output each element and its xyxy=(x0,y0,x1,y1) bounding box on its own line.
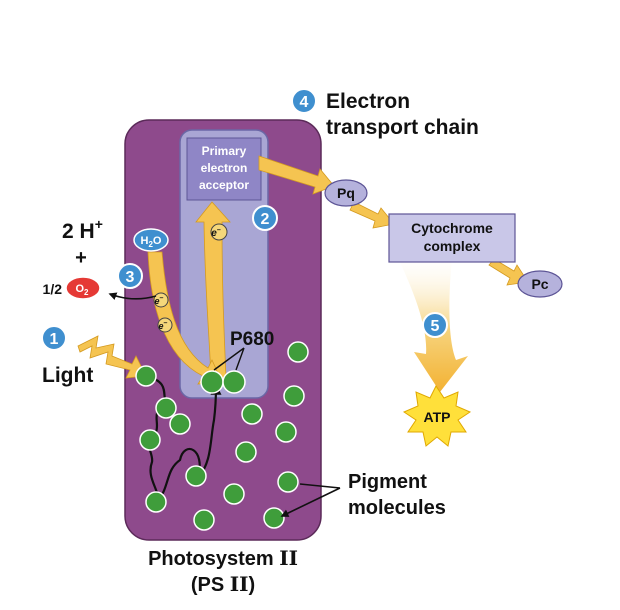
cytochrome-complex xyxy=(388,213,516,263)
arrow-pq-to-cytochrome xyxy=(349,201,395,229)
p680-label: P680 xyxy=(230,329,274,350)
electron-from-water-1 xyxy=(153,292,169,308)
pigment-molecule xyxy=(223,483,245,505)
step-marker-3 xyxy=(117,263,143,289)
p680-pigment-left xyxy=(200,370,224,394)
arrow-p680-to-acceptor xyxy=(195,201,231,379)
step-marker-4 xyxy=(291,88,317,114)
etc-title-line2: transport chain xyxy=(326,116,479,139)
primary-acceptor-line1: Primary xyxy=(202,144,247,158)
atp-star xyxy=(402,385,472,447)
arrow-acceptor-to-pq xyxy=(258,155,335,195)
pigment-label-line2: molecules xyxy=(348,497,446,519)
pigment-molecule xyxy=(169,413,191,435)
step-marker-1 xyxy=(41,325,67,351)
step-marker-2-label: 2 xyxy=(261,211,270,228)
step-marker-5 xyxy=(422,312,448,338)
pigment-molecule xyxy=(139,429,161,451)
p680-pointer xyxy=(213,347,245,371)
primary-acceptor-line3: acceptor xyxy=(199,178,249,192)
plus-sign: + xyxy=(75,247,87,269)
primary-electron-acceptor xyxy=(186,137,262,201)
pq-carrier xyxy=(324,179,368,207)
pigment-molecules xyxy=(135,341,309,531)
cytochrome-line2: complex xyxy=(424,238,481,254)
pigment-molecule xyxy=(135,365,157,387)
step-marker-2 xyxy=(252,205,278,231)
pigment-molecule xyxy=(275,421,297,443)
p680-pigment-right xyxy=(222,370,246,394)
atp-label: ATP xyxy=(424,409,451,425)
pigment-molecule xyxy=(241,403,263,425)
photosystem-abbrev: (PS II) xyxy=(191,572,255,596)
light-label: Light xyxy=(42,364,93,387)
pigment-molecule xyxy=(283,385,305,407)
pigment-molecule xyxy=(263,507,285,529)
pigment-molecule xyxy=(235,441,257,463)
pigment-molecule xyxy=(193,509,215,531)
step-marker-1-label: 1 xyxy=(50,331,59,348)
oxygen-molecule xyxy=(65,276,101,300)
electron-from-water-1-label: e– xyxy=(155,295,164,306)
electron-from-water-2 xyxy=(157,317,173,333)
cytochrome-line1: Cytochrome xyxy=(411,220,493,236)
step-marker-3-label: 3 xyxy=(126,269,135,286)
half-label: 1/2 xyxy=(43,281,63,297)
step-marker-5-label: 5 xyxy=(431,318,440,335)
water-molecule xyxy=(133,228,169,252)
step-markers: 1 2 3 4 5 xyxy=(41,88,448,351)
pc-label: Pc xyxy=(531,276,548,292)
pigment-molecule xyxy=(287,341,309,363)
pigment-molecule xyxy=(155,397,177,419)
electron-in-arrow xyxy=(210,223,228,241)
arrow-to-oxygen xyxy=(108,292,157,300)
pq-label: Pq xyxy=(337,185,355,201)
electron-from-water-2-label: e– xyxy=(159,320,168,331)
pigment-molecule xyxy=(185,465,207,487)
water-label: H2O xyxy=(141,235,162,249)
step-marker-4-label: 4 xyxy=(300,94,309,111)
photosystem-title: Photosystem II xyxy=(148,546,298,570)
pc-carrier xyxy=(517,270,563,298)
oxygen-label: O2 xyxy=(75,283,89,297)
primary-acceptor-line2: electron xyxy=(201,161,248,175)
pigment-molecule xyxy=(277,471,299,493)
etc-title-line1: Electron xyxy=(326,90,410,113)
pigment-molecule xyxy=(145,491,167,513)
electron-in-arrow-label: e– xyxy=(211,227,221,239)
pigment-label-line1: Pigment xyxy=(348,471,427,493)
pigment-pointer xyxy=(282,483,341,516)
hydrogen-ions-label: 2 H+ xyxy=(62,216,103,243)
